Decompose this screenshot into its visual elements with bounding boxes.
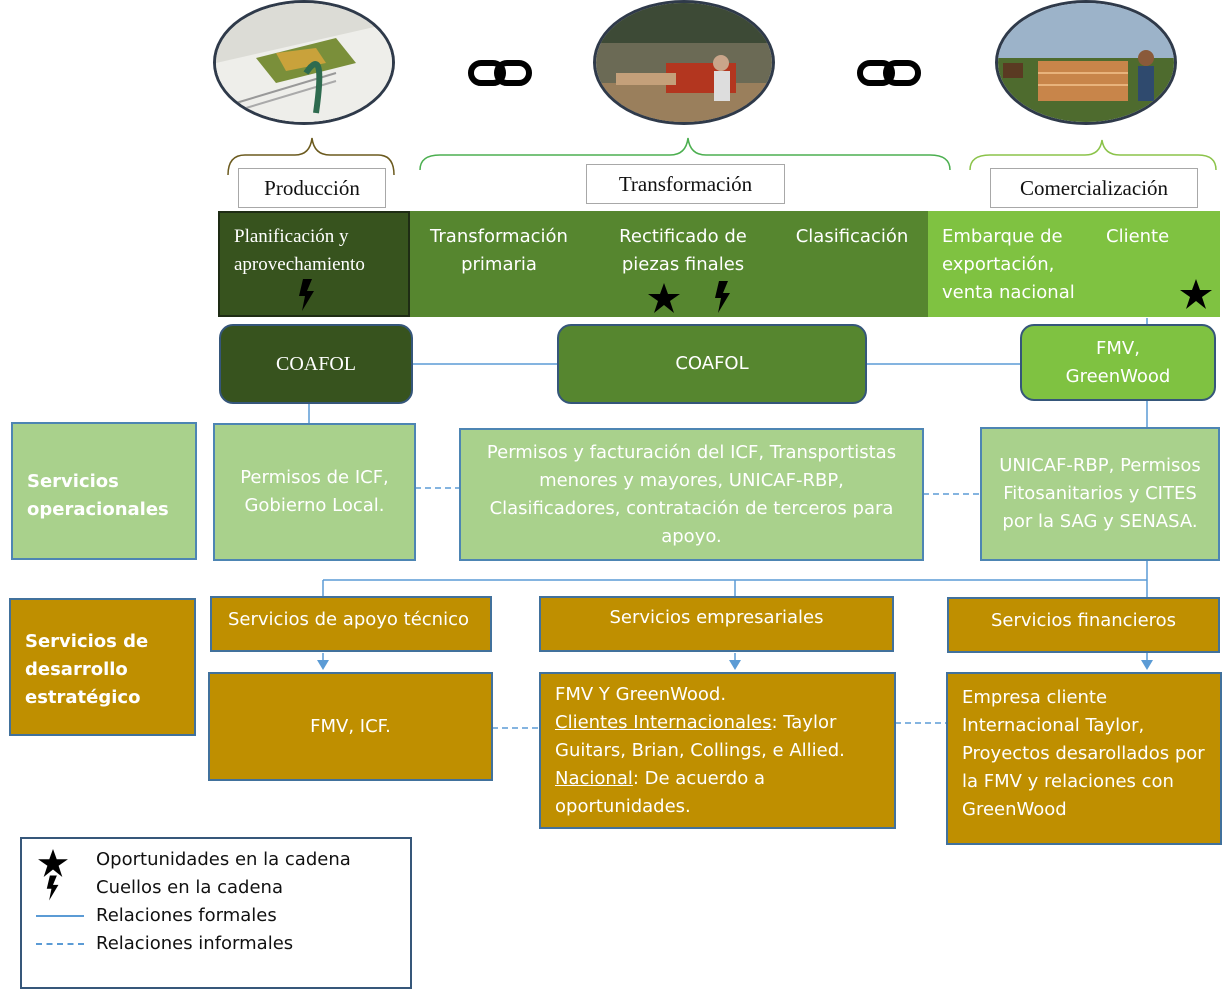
- clientes-internacionales-text: : Taylor Guitars, Brian, Collings, e All…: [555, 712, 845, 761]
- legend-formales: Relaciones formales: [96, 905, 277, 926]
- actor-fmv-greenwood: FMV, GreenWood: [1020, 324, 1216, 401]
- nacional-label: Nacional: [555, 768, 633, 789]
- opportunity-star-icon: [648, 283, 680, 317]
- activity-transformacion-band: Transformación primaria Rectificado de p…: [410, 211, 928, 317]
- row-label-text: Servicios de desarrollo estratégico: [25, 631, 149, 708]
- clientes-internacionales-label: Clientes Internacionales: [555, 712, 772, 733]
- stage-transformacion: Transformación: [586, 164, 785, 204]
- row-label-text: Servicios operacionales: [27, 471, 169, 520]
- strategic-box-tecnico: FMV, ICF.: [208, 672, 493, 781]
- legend-cuellos: Cuellos en la cadena: [96, 877, 283, 898]
- strategic-header-financieros: Servicios financieros: [947, 597, 1220, 653]
- operational-produccion: Permisos de ICF, Gobierno Local.: [213, 423, 416, 561]
- strategic-line: Clientes Internacionales: Taylor Guitars…: [555, 709, 880, 765]
- strategic-line: Nacional: De acuerdo a oportunidades.: [555, 765, 880, 821]
- opportunity-star-icon: [1180, 279, 1212, 313]
- row-label-operacionales: Servicios operacionales: [11, 422, 197, 560]
- activity-cliente: Cliente: [1106, 226, 1170, 247]
- strategic-header-tecnico: Servicios de apoyo técnico: [210, 596, 492, 652]
- chain-link-icon: [856, 58, 922, 92]
- activity-clasificacion: Clasificación: [795, 226, 909, 247]
- bottleneck-icon: [714, 281, 732, 317]
- activity-rectificado: Rectificado de piezas finales: [619, 226, 747, 275]
- legend: Oportunidades en la cadena Cuellos en la…: [20, 837, 412, 989]
- strategic-box-financieros: Empresa cliente Internacional Taylor, Pr…: [946, 672, 1222, 845]
- informal-line-swatch: [36, 943, 84, 945]
- production-photo: [213, 0, 395, 125]
- operational-transformacion: Permisos y facturación del ICF, Transpor…: [459, 428, 924, 561]
- activity-label: Planificación y aprovechamiento: [234, 226, 365, 275]
- strategic-header-empresariales: Servicios empresariales: [539, 596, 894, 652]
- bottleneck-icon: [298, 279, 316, 315]
- chain-link-icon: [467, 58, 533, 92]
- stage-comercializacion: Comercialización: [990, 168, 1198, 208]
- stage-produccion: Producción: [238, 168, 386, 208]
- activity-comercializacion-band: Embarque de exportación, venta nacional …: [928, 211, 1220, 317]
- nacional-text: : De acuerdo a oportunidades.: [555, 768, 765, 817]
- actor-coafol-produccion: COAFOL: [219, 324, 413, 404]
- strategic-line: FMV Y GreenWood.: [555, 684, 727, 705]
- legend-informales: Relaciones informales: [96, 933, 294, 954]
- operational-comercializacion: UNICAF-RBP, Permisos Fitosanitarios y CI…: [980, 427, 1220, 561]
- activity-planificacion: Planificación y aprovechamiento: [218, 211, 410, 317]
- transformation-photo: [593, 0, 775, 125]
- row-label-desarrollo: Servicios de desarrollo estratégico: [9, 598, 196, 736]
- formal-line-swatch: [36, 915, 84, 917]
- commercialization-photo: [995, 0, 1177, 125]
- activity-embarque: Embarque de exportación, venta nacional: [942, 226, 1075, 303]
- bottleneck-icon: [46, 875, 60, 905]
- opportunity-star-icon: [38, 849, 68, 881]
- activity-transformacion-primaria: Transformación primaria: [430, 226, 568, 275]
- actor-coafol-transformacion: COAFOL: [557, 324, 867, 404]
- legend-oportunidades: Oportunidades en la cadena: [96, 849, 351, 870]
- strategic-box-empresariales: FMV Y GreenWood. Clientes Internacionale…: [539, 672, 896, 829]
